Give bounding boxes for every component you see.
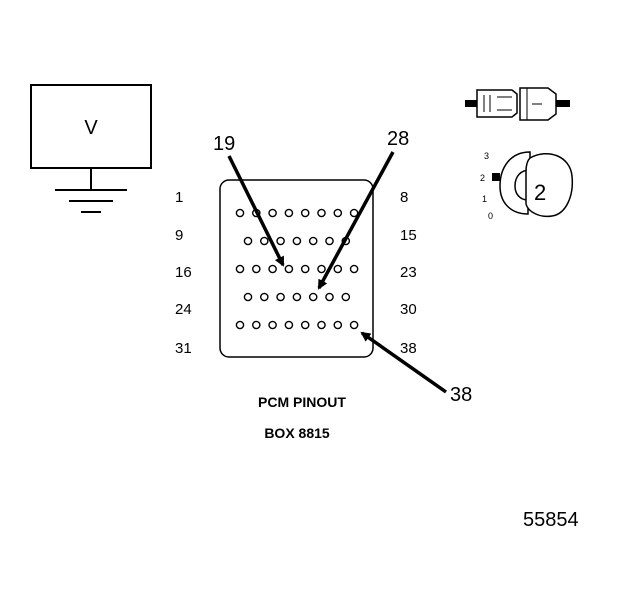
pin-21 (317, 264, 326, 274)
selector-position-label: 3 (484, 151, 489, 161)
connector-plug-icon (465, 87, 570, 121)
callout-19: 19 (213, 133, 285, 267)
callout-label: 19 (213, 133, 235, 155)
pin-33 (268, 320, 277, 330)
pin-23 (349, 264, 359, 274)
pin-11 (276, 236, 285, 246)
pin-28 (308, 292, 318, 302)
callout-arrow (360, 331, 448, 394)
pin-13 (308, 236, 318, 246)
pin-37 (333, 320, 343, 330)
pin-8 (349, 208, 359, 218)
callout-label: 38 (450, 384, 472, 406)
callout-label: 28 (387, 128, 409, 150)
row-start-label: 31 (175, 340, 192, 357)
pin-22 (333, 264, 343, 274)
selector-position-label: 2 (480, 173, 485, 183)
voltmeter-label: V (84, 117, 98, 139)
figure-number: 55854 (523, 509, 579, 531)
pin-12 (292, 236, 302, 246)
pin-9 (243, 236, 253, 246)
row-start-label: 16 (175, 264, 192, 281)
pin-1 (235, 208, 245, 218)
pin-19 (284, 264, 294, 274)
pin-26 (276, 292, 285, 302)
pin-24 (243, 292, 253, 302)
pin-4 (284, 208, 294, 218)
pin-30 (341, 292, 351, 302)
pin-20 (300, 264, 310, 274)
rotary-selector-icon: 3 2 1 0 2 (480, 151, 574, 221)
callout-28: 28 (317, 128, 409, 290)
pin-5 (300, 208, 310, 218)
pin-35 (300, 320, 310, 330)
selector-position-label: 1 (482, 194, 487, 204)
selector-position-label: 0 (488, 211, 493, 221)
pin-18 (268, 264, 277, 274)
voltmeter: V (30, 84, 152, 213)
row-start-labels: 1 9 16 24 31 (175, 189, 192, 357)
pin-16 (235, 264, 245, 274)
row-end-label: 23 (400, 264, 417, 281)
caption-line2: BOX 8815 (264, 425, 330, 441)
pin-36 (317, 320, 326, 330)
row-start-label: 1 (175, 189, 183, 206)
selector-position-marker (492, 173, 500, 181)
callout-arrow (227, 155, 285, 267)
pin-6 (317, 208, 326, 218)
pin-31 (235, 320, 245, 330)
caption-line1: PCM PINOUT (258, 394, 346, 410)
pin-7 (333, 208, 343, 218)
row-end-label: 8 (400, 189, 408, 206)
pin-17 (251, 264, 261, 274)
row-end-labels: 8 15 23 30 38 (400, 189, 417, 357)
pin-29 (325, 292, 334, 302)
pin-38 (349, 320, 359, 330)
pin-34 (284, 320, 294, 330)
row-end-label: 38 (400, 340, 417, 357)
row-end-label: 30 (400, 301, 417, 318)
ground-icon (55, 189, 127, 213)
callout-38: 38 (360, 331, 472, 406)
pin-3 (268, 208, 277, 218)
selector-selected-label: 2 (534, 180, 546, 205)
pcm-connector-outline (219, 179, 374, 358)
pin-32 (251, 320, 261, 330)
row-end-label: 15 (400, 227, 417, 244)
row-start-label: 24 (175, 301, 192, 318)
pin-10 (259, 236, 269, 246)
pin-grid (235, 208, 359, 330)
pin-14 (325, 236, 334, 246)
pin-27 (292, 292, 302, 302)
pin-25 (259, 292, 269, 302)
row-start-label: 9 (175, 227, 183, 244)
callout-arrow (317, 151, 395, 290)
